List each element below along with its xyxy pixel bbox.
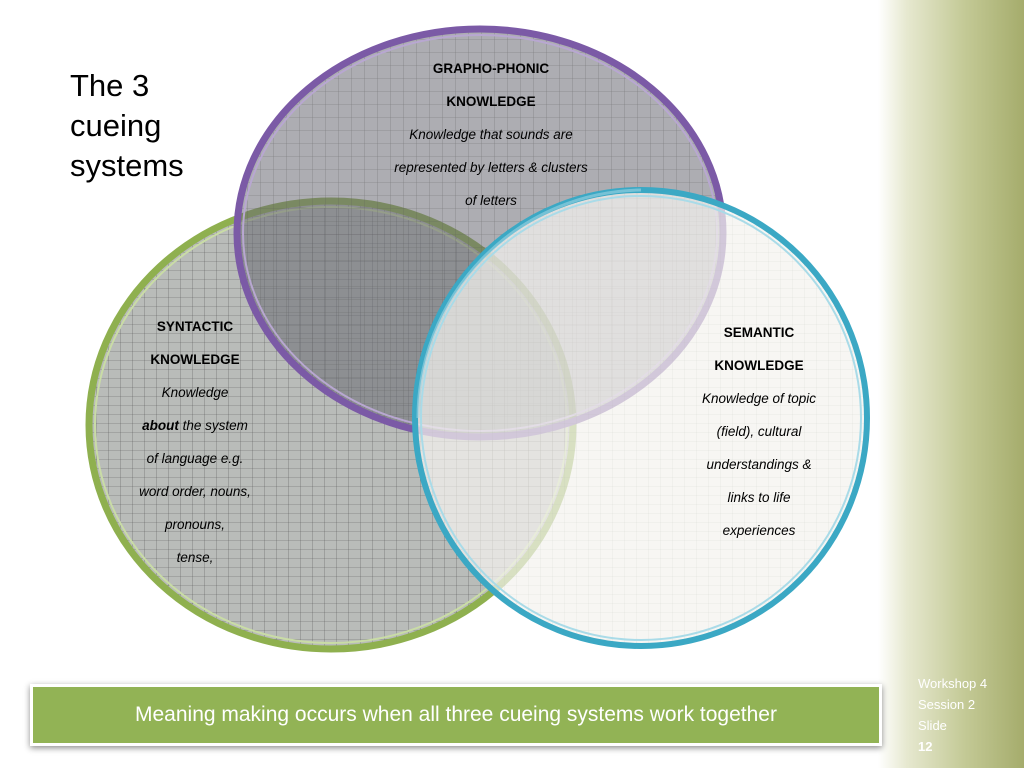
session-label: Session 2	[918, 697, 976, 712]
semantic-heading-1: SEMANTIC	[723, 325, 795, 340]
syntactic-desc-2: about the system	[120, 409, 270, 442]
title-line-3: systems	[70, 148, 184, 183]
slide-info: Workshop 4 Session 2 Slide 12	[918, 673, 1018, 757]
syntactic-emphasis: about	[142, 418, 179, 433]
grapho-phonic-desc-2: represented by letters & clusters	[394, 160, 588, 175]
semantic-desc-1: Knowledge of topic	[701, 391, 817, 406]
workshop-label: Workshop 4	[918, 676, 988, 691]
slide-title: The 3 cueing systems	[70, 66, 250, 186]
semantic-desc-2: (field), cultural	[716, 424, 802, 439]
syntactic-desc-6: tense,	[176, 550, 214, 565]
grapho-phonic-heading-1: GRAPHO-PHONIC	[432, 61, 550, 76]
syntactic-desc-4: word order, nouns,	[139, 484, 251, 499]
semantic-label: SEMANTIC KNOWLEDGE Knowledge of topic (f…	[684, 316, 834, 547]
slide-number-line: Slide 12	[918, 715, 1018, 757]
syntactic-heading-2: KNOWLEDGE	[150, 352, 240, 367]
syntactic-heading-1: SYNTACTIC	[156, 319, 234, 334]
syntactic-desc-2-rest: the system	[178, 418, 248, 433]
grapho-phonic-heading-2: KNOWLEDGE	[446, 94, 536, 109]
syntactic-desc-1: Knowledge	[161, 385, 229, 400]
semantic-desc-3: understandings &	[706, 457, 812, 472]
slide-number: 12	[918, 739, 933, 754]
semantic-desc-5: experiences	[722, 523, 796, 538]
syntactic-label: SYNTACTIC KNOWLEDGE Knowledge about the …	[120, 310, 270, 574]
syntactic-desc-5: pronouns,	[164, 517, 226, 532]
semantic-desc-4: links to life	[727, 490, 791, 505]
title-line-1: The 3	[70, 68, 150, 103]
title-line-2: cueing	[70, 108, 162, 143]
side-decor-bar	[878, 0, 1024, 768]
banner-text: Meaning making occurs when all three cue…	[135, 703, 777, 726]
grapho-phonic-desc-1: Knowledge that sounds are	[409, 127, 573, 142]
summary-banner: Meaning making occurs when all three cue…	[30, 684, 882, 746]
syntactic-desc-3: of language e.g.	[146, 451, 244, 466]
slide-label: Slide	[918, 718, 947, 733]
semantic-heading-2: KNOWLEDGE	[714, 358, 804, 373]
grapho-phonic-desc-3: of letters	[465, 193, 517, 208]
grapho-phonic-label: GRAPHO-PHONIC KNOWLEDGE Knowledge that s…	[360, 52, 622, 217]
semantic-circle	[412, 187, 870, 649]
